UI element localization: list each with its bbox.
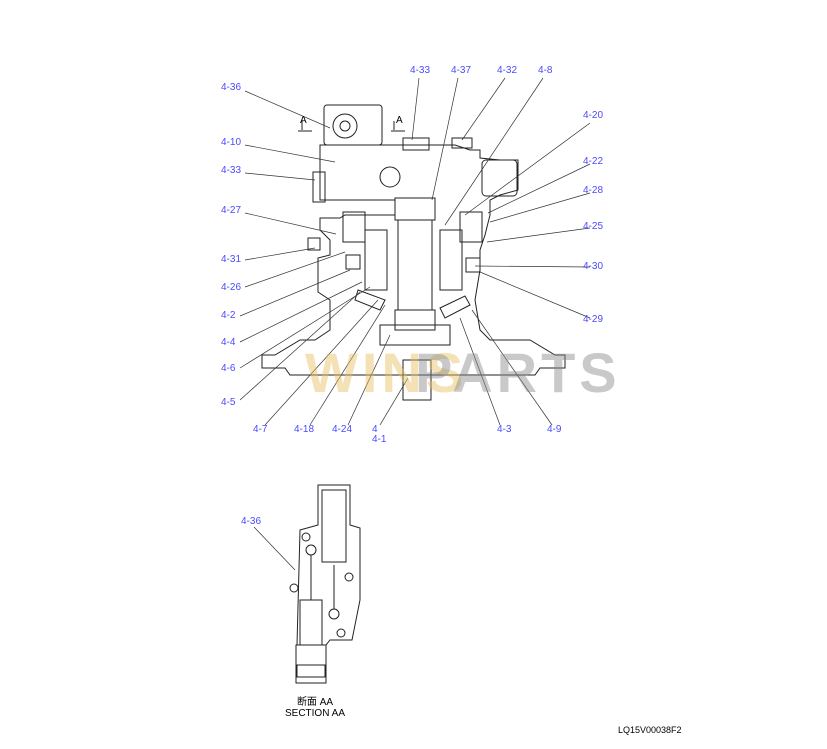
watermark-parts: PARTS bbox=[415, 341, 621, 404]
callout-4-5[interactable]: 4-5 bbox=[221, 397, 236, 408]
callout-4-33-top[interactable]: 4-33 bbox=[410, 65, 431, 76]
callout-4-9[interactable]: 4-9 bbox=[547, 424, 562, 435]
motor-assembly-drawing bbox=[261, 104, 566, 401]
section-caption-en: SECTION AA bbox=[284, 708, 345, 719]
callout-4-2[interactable]: 4-2 bbox=[221, 310, 236, 321]
callout-4-31[interactable]: 4-31 bbox=[221, 254, 242, 265]
callout-4-30[interactable]: 4-30 bbox=[583, 261, 604, 272]
callout-4-37[interactable]: 4-37 bbox=[451, 65, 472, 76]
callout-4-22[interactable]: 4-22 bbox=[583, 156, 604, 167]
callout-4[interactable]: 4 bbox=[372, 424, 378, 435]
callout-4-18[interactable]: 4-18 bbox=[294, 424, 315, 435]
section-mark-left: A bbox=[300, 115, 307, 126]
leader-lines bbox=[239, 77, 591, 571]
callout-4-20[interactable]: 4-20 bbox=[583, 110, 604, 121]
callout-4-32[interactable]: 4-32 bbox=[497, 65, 518, 76]
callout-4-36[interactable]: 4-36 bbox=[221, 82, 242, 93]
section-caption: 断面 AA SECTION AA bbox=[270, 697, 360, 719]
section-caption-jp: 断面 AA bbox=[296, 697, 334, 708]
callout-4-27[interactable]: 4-27 bbox=[221, 205, 242, 216]
callout-4-26[interactable]: 4-26 bbox=[221, 282, 242, 293]
callout-4-33-left[interactable]: 4-33 bbox=[221, 165, 242, 176]
callout-4-6[interactable]: 4-6 bbox=[221, 363, 236, 374]
drawing-reference-number: LQ15V00038F2 bbox=[618, 725, 682, 735]
callout-4-24[interactable]: 4-24 bbox=[332, 424, 353, 435]
section-aa-drawing bbox=[289, 484, 361, 684]
callout-4-4[interactable]: 4-4 bbox=[221, 337, 236, 348]
callout-section-4-36[interactable]: 4-36 bbox=[241, 516, 262, 527]
callout-4-10[interactable]: 4-10 bbox=[221, 137, 242, 148]
watermark-wins: WINS bbox=[305, 341, 468, 404]
callout-4-1[interactable]: 4-1 bbox=[372, 434, 387, 445]
callout-4-3[interactable]: 4-3 bbox=[497, 424, 512, 435]
callout-4-8[interactable]: 4-8 bbox=[538, 65, 553, 76]
callout-4-29[interactable]: 4-29 bbox=[583, 314, 604, 325]
callout-4-7[interactable]: 4-7 bbox=[253, 424, 268, 435]
section-mark-right: A bbox=[396, 115, 403, 126]
callout-4-25[interactable]: 4-25 bbox=[583, 221, 604, 232]
callout-4-28[interactable]: 4-28 bbox=[583, 185, 604, 196]
